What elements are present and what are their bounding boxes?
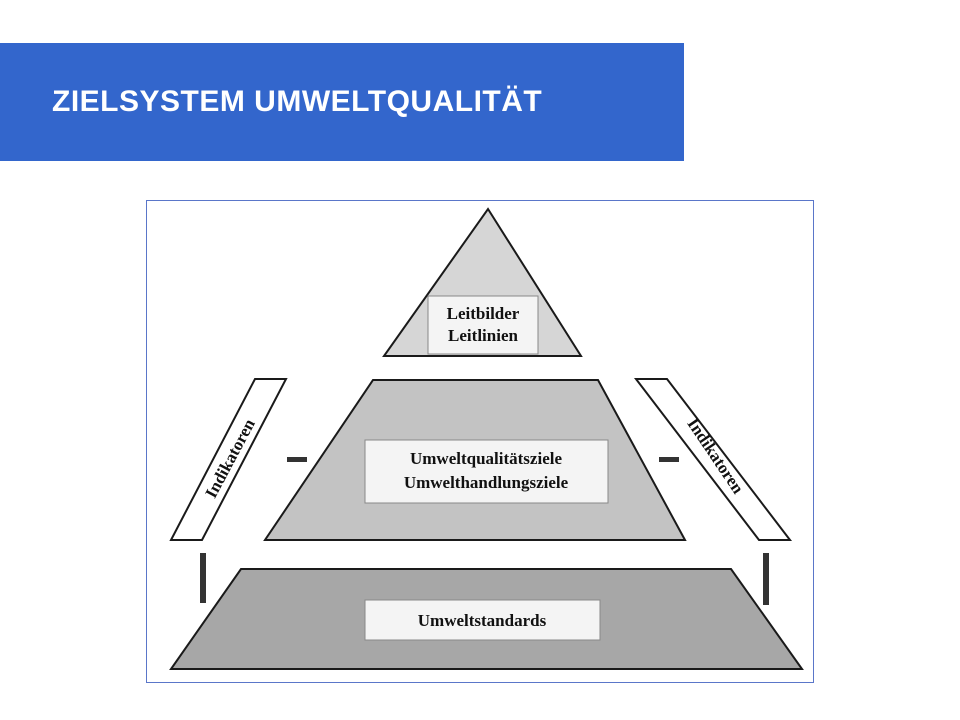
pyramid-figure: Leitbilder Leitlinien Umweltqualitätszie…: [146, 200, 814, 683]
pyramid-diagram: Leitbilder Leitlinien Umweltqualitätszie…: [169, 207, 804, 670]
title-bar: ZIELSYSTEM UMWELTQUALITÄT: [0, 43, 684, 161]
bottom-label: Umweltstandards: [418, 611, 547, 630]
right-indicator-bar: [633, 378, 793, 541]
right-vertical-tick: [763, 553, 769, 605]
top-label-line2: Leitlinien: [448, 326, 518, 345]
right-dash-connector: [659, 457, 679, 462]
top-label-line1: Leitbilder: [447, 304, 520, 323]
top-label-box: [427, 295, 539, 355]
left-indicator-bar: [169, 378, 288, 541]
left-dash-connector: [287, 457, 307, 462]
middle-label-line1: Umweltqualitätsziele: [410, 449, 562, 468]
left-vertical-tick: [200, 553, 206, 603]
middle-label-line2: Umwelthandlungsziele: [404, 473, 569, 492]
bottom-label-box: [364, 599, 601, 641]
middle-label-box: [364, 439, 609, 504]
right-indicator-label: Indikatoren: [683, 415, 747, 498]
page-title: ZIELSYSTEM UMWELTQUALITÄT: [52, 85, 543, 118]
